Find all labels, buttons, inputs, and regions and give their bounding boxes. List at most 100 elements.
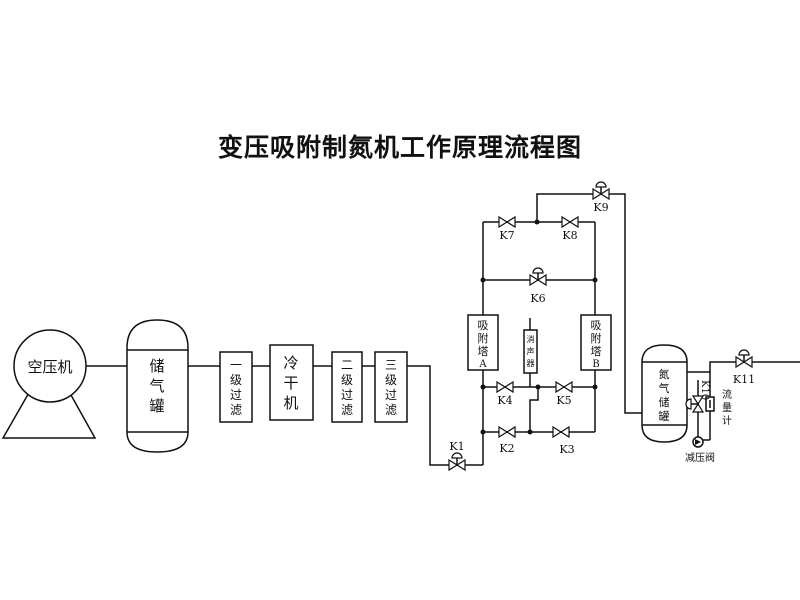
tower-a-box xyxy=(467,314,499,371)
junctions xyxy=(480,219,598,435)
filter3-label-2: 过 xyxy=(385,388,397,402)
filter2-box xyxy=(331,351,363,423)
valve-k2: K2 xyxy=(498,425,516,455)
valve-k8: K8 xyxy=(561,215,579,242)
silencer: 消 声 器 xyxy=(523,329,538,374)
valve-k3-right xyxy=(559,425,570,439)
filter2-label-2: 过 xyxy=(341,388,353,402)
valve-k4-label: K4 xyxy=(497,394,512,407)
pipe-to-n2-tank xyxy=(536,193,642,414)
valve-k6-left xyxy=(529,273,540,287)
pressure-reducing-valve: 减压阀 xyxy=(685,436,715,464)
valve-k10: K10 xyxy=(685,380,710,413)
filter1-label-0: 一 xyxy=(230,358,242,372)
refrigerated-dryer: 冷 干 机 xyxy=(269,344,314,421)
tower-b-label-1: 附 xyxy=(591,331,602,345)
air-storage-tank: 储 气 罐 xyxy=(126,319,189,453)
valve-k10-top xyxy=(691,395,705,406)
filter2-label-1: 级 xyxy=(341,373,353,387)
pipe-exhaust xyxy=(529,387,539,432)
valve-k8-label: K8 xyxy=(562,229,577,242)
valve-k11-right xyxy=(742,355,753,369)
nitrogen-storage-tank: 氮 气 储 罐 xyxy=(641,344,688,443)
filter1-box xyxy=(219,351,253,423)
valve-k11: K11 xyxy=(733,349,755,386)
n2-tank-label-2: 储 xyxy=(659,395,670,409)
valve-k7-right xyxy=(505,215,516,229)
dryer-label-2: 机 xyxy=(283,394,298,412)
tower-b-label-0: 吸 xyxy=(591,319,602,332)
valve-k2-right xyxy=(505,425,516,439)
valve-k10-label: K10 xyxy=(699,380,710,400)
pipe-to-k1 xyxy=(407,365,483,466)
junction-dot xyxy=(480,429,486,435)
junction-dot xyxy=(592,277,598,283)
valve-k2-label: K2 xyxy=(499,442,514,455)
junction-dot xyxy=(535,384,541,390)
silencer-label-1: 声 xyxy=(527,346,535,356)
n2-tank-label-1: 气 xyxy=(659,381,670,395)
air-tank-label-1: 气 xyxy=(149,377,164,395)
compressor-body xyxy=(13,329,87,403)
valve-k4: K4 xyxy=(496,380,514,407)
tower-b-box xyxy=(580,314,612,371)
valve-k11-actuator xyxy=(738,349,750,356)
tower-a-label-0: 吸 xyxy=(478,319,489,332)
valve-k6-right xyxy=(536,273,547,287)
valve-k1: K1 xyxy=(448,440,466,472)
valve-k3-left xyxy=(552,425,563,439)
valve-k9-actuator xyxy=(595,181,607,188)
valve-k9-label: K9 xyxy=(593,201,608,214)
filter3-label-0: 三 xyxy=(385,358,397,372)
filter2-label-3: 滤 xyxy=(341,403,353,417)
pressure-reducer-label: 减压阀 xyxy=(685,451,715,464)
valve-k9-left xyxy=(592,187,603,201)
secondary-filter: 二 级 过 滤 xyxy=(331,351,363,423)
filter3-box xyxy=(374,351,408,423)
tower-a-label-3: A xyxy=(478,359,487,370)
adsorption-tower-a: 吸 附 塔 A xyxy=(467,314,499,371)
valve-k10-bottom xyxy=(691,402,705,413)
dryer-label-0: 冷 xyxy=(283,354,298,372)
dryer-box xyxy=(269,344,314,421)
valve-k11-label: K11 xyxy=(733,373,755,386)
tower-a-label-1: 附 xyxy=(478,331,489,345)
valve-k8-right xyxy=(568,215,579,229)
valve-k7-left xyxy=(498,215,509,229)
junction-dot xyxy=(527,429,533,435)
page-title: 变压吸附制氮机工作原理流程图 xyxy=(217,133,582,162)
air-compressor: 空压机 xyxy=(1,329,97,439)
flowmeter-label-0: 流 xyxy=(722,388,732,401)
tower-b-label-2: 塔 xyxy=(591,345,602,358)
valve-k5-left xyxy=(555,380,566,394)
junction-dot xyxy=(592,384,598,390)
air-tank-label-2: 罐 xyxy=(149,397,164,415)
pipes xyxy=(86,193,800,466)
valve-k3: K3 xyxy=(552,425,575,456)
valve-k6-label: K6 xyxy=(530,292,545,305)
flowmeter-label-2: 计 xyxy=(722,414,732,427)
junction-dot xyxy=(480,277,486,283)
valve-k7-label: K7 xyxy=(499,229,514,242)
filter1-label-1: 级 xyxy=(230,373,242,387)
filter3-label-3: 滤 xyxy=(385,403,397,417)
valve-k1-right xyxy=(455,458,466,472)
primary-filter: 一 级 过 滤 xyxy=(219,351,253,423)
silencer-box xyxy=(523,329,538,374)
valve-k6-actuator xyxy=(532,267,544,274)
valve-k5-right xyxy=(562,380,573,394)
filter1-label-3: 滤 xyxy=(230,403,242,417)
dryer-label-1: 干 xyxy=(283,374,298,392)
filter2-label-0: 二 xyxy=(341,358,353,372)
valve-k2-left xyxy=(498,425,509,439)
tertiary-filter: 三 级 过 滤 xyxy=(374,351,408,423)
compressor-label: 空压机 xyxy=(27,358,72,376)
silencer-label-0: 消 xyxy=(527,334,535,344)
valve-k3-label: K3 xyxy=(559,443,574,456)
valve-k5: K5 xyxy=(555,380,573,407)
filter1-label-2: 过 xyxy=(230,388,242,402)
valve-k9-right xyxy=(599,187,610,201)
pipe-product-out xyxy=(687,361,800,373)
valve-k6: K6 xyxy=(529,267,547,305)
